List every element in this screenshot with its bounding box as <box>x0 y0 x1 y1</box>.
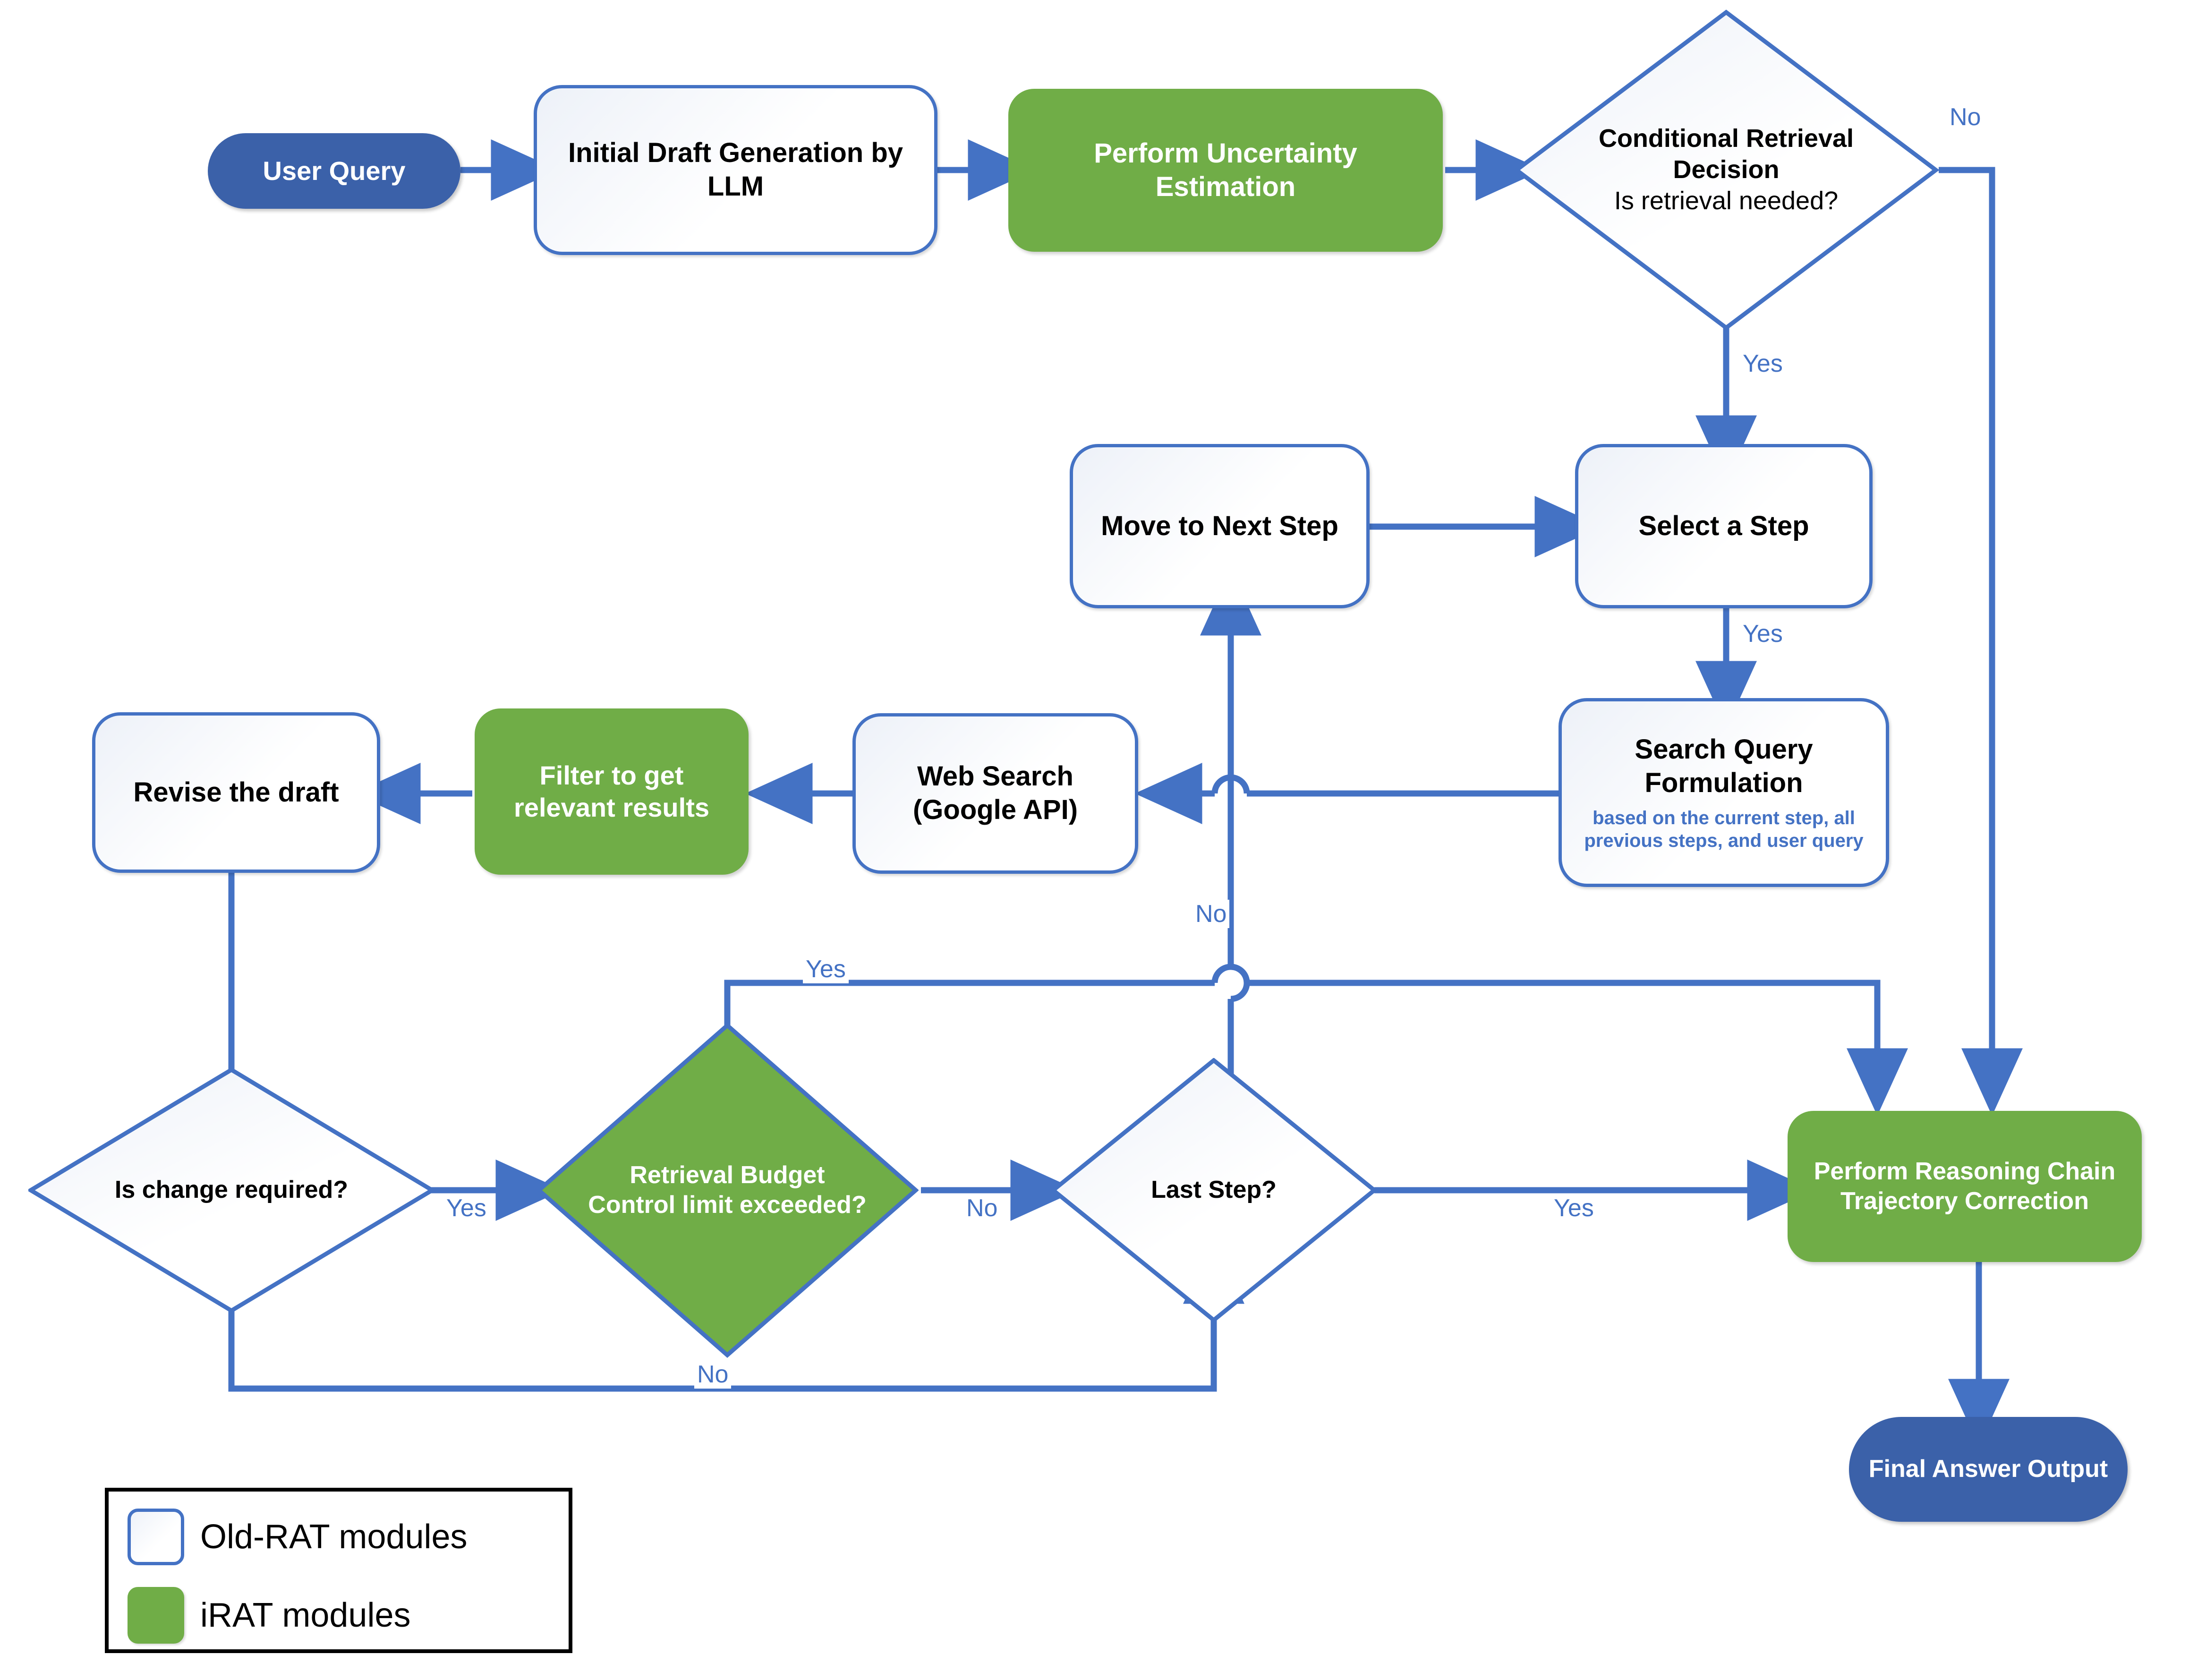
node-initial-draft-label: Initial Draft Generation by LLM <box>568 137 903 202</box>
node-trajectory-correction[interactable]: Perform Reasoning Chain Trajectory Corre… <box>1788 1111 2142 1262</box>
node-filter-relevant-results[interactable]: Filter to get relevant results <box>475 708 749 875</box>
node-trajectory-correction-label: Perform Reasoning Chain Trajectory Corre… <box>1814 1157 2116 1215</box>
node-last-step[interactable]: Last Step? <box>1051 1058 1377 1322</box>
node-retrieval-budget-control[interactable]: Retrieval Budget Control limit exceeded? <box>536 1023 919 1358</box>
edge-label-budget-yes: Yes <box>803 955 849 983</box>
node-retrieval-budget-control-label: Retrieval Budget Control limit exceeded? <box>588 1161 867 1219</box>
edge-label-laststep-yes: Yes <box>1554 1194 1594 1222</box>
edge-label-conditional-yes: Yes <box>1743 350 1783 377</box>
edge-budget-yes-left-run <box>724 980 1215 1124</box>
node-final-answer-output-label: Final Answer Output <box>1868 1455 2108 1483</box>
node-initial-draft[interactable]: Initial Draft Generation by LLM <box>534 85 937 255</box>
edge-label-ischange-yes: Yes <box>446 1194 486 1222</box>
edge-hop-over-nostem-upper <box>1211 774 1250 794</box>
node-select-a-step-label: Select a Step <box>1638 510 1809 541</box>
edge-hop-over-yes-run <box>1230 964 1250 1002</box>
edge-label-conditional-no: No <box>1950 103 1981 131</box>
node-conditional-retrieval-decision[interactable]: Conditional Retrieval Decision Is retrie… <box>1514 9 1939 331</box>
decision-diamond-shape <box>1514 9 1939 331</box>
node-user-query-label: User Query <box>263 155 406 186</box>
node-revise-the-draft[interactable]: Revise the draft <box>92 712 380 873</box>
node-perform-uncertainty-estimation-label: Perform Uncertainty Estimation <box>1094 137 1357 202</box>
decision-title: Conditional Retrieval Decision <box>1598 124 1854 184</box>
edge-label-budget-no: No <box>966 1194 998 1222</box>
node-last-step-label: Last Step? <box>1151 1176 1277 1204</box>
node-filter-relevant-results-label: Filter to get relevant results <box>514 760 709 822</box>
edge-label-ischange-no: No <box>694 1360 732 1389</box>
node-move-to-next-step[interactable]: Move to Next Step <box>1070 444 1370 608</box>
node-is-change-required[interactable]: Is change required? <box>28 1067 434 1313</box>
node-select-a-step[interactable]: Select a Step <box>1575 444 1873 608</box>
legend-item-irat: iRAT modules <box>128 1587 550 1644</box>
legend-item-old-rat: Old-RAT modules <box>128 1509 550 1565</box>
node-web-search-label: Web Search (Google API) <box>912 761 1078 825</box>
node-search-query-formulation[interactable]: Search Query Formulation based on the cu… <box>1559 698 1889 887</box>
decision-diamond-shape <box>536 1023 919 1358</box>
edge-conditional-no-to-correction <box>1939 167 2023 1116</box>
node-perform-uncertainty-estimation[interactable]: Perform Uncertainty Estimation <box>1008 89 1443 252</box>
node-user-query[interactable]: User Query <box>208 133 460 209</box>
edge-hop-over-nostem-lower <box>1211 964 1250 983</box>
legend-label-irat: iRAT modules <box>200 1596 411 1634</box>
irat-swatch-icon <box>128 1587 184 1644</box>
legend: Old-RAT modules iRAT modules <box>105 1488 572 1653</box>
node-web-search[interactable]: Web Search (Google API) <box>852 713 1138 874</box>
edge-label-laststep-no: No <box>1192 900 1230 928</box>
node-search-query-formulation-sublabel: based on the current step, all previous … <box>1584 807 1864 851</box>
legend-label-old-rat: Old-RAT modules <box>200 1518 468 1556</box>
node-move-to-next-step-label: Move to Next Step <box>1101 510 1338 541</box>
node-is-change-required-label: Is change required? <box>114 1176 349 1204</box>
edge-label-selectstep-yes: Yes <box>1743 620 1783 648</box>
old-rat-swatch-icon <box>128 1509 184 1565</box>
node-final-answer-output[interactable]: Final Answer Output <box>1849 1417 2128 1522</box>
edge-budget-yes-to-correction <box>1247 980 1908 1116</box>
node-search-query-formulation-label: Search Query Formulation <box>1635 734 1813 798</box>
decision-diamond-shape <box>1051 1058 1377 1322</box>
decision-diamond-shape <box>28 1067 434 1313</box>
decision-subtitle: Is retrieval needed? <box>1614 186 1839 215</box>
node-revise-the-draft-label: Revise the draft <box>133 776 339 808</box>
node-conditional-retrieval-decision-label: Conditional Retrieval Decision Is retrie… <box>1560 123 1892 217</box>
